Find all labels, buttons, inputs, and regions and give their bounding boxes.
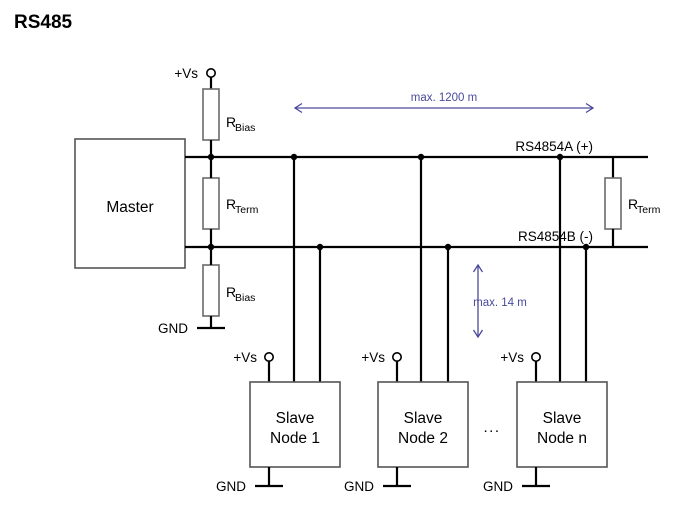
slave-node-2-label-line2: Node 2	[398, 430, 448, 447]
node-n-junction-b	[582, 243, 590, 251]
node-2-junction-b	[444, 243, 452, 251]
bus-line-b-label: RS4854B (-)	[518, 229, 593, 244]
node-1-junction-b	[316, 243, 324, 251]
resistor-rbias-top-sublabel: Bias	[235, 122, 255, 134]
slave-node-1-label-line1: Slave	[276, 410, 315, 427]
node-1-vs-label: +Vs	[233, 350, 257, 365]
resistor-rterm-master	[202, 177, 220, 230]
master-junction-b	[207, 243, 215, 251]
bus-length-dimension-label: max. 1200 m	[411, 92, 477, 104]
bus-line-a-label: RS4854A (+)	[515, 139, 593, 154]
bus-length-arrow-right	[585, 102, 595, 114]
resistor-rterm-right-label: R	[628, 196, 638, 212]
master-vs-label: +Vs	[174, 66, 198, 81]
master-junction-a	[207, 153, 215, 161]
stub-length-arrow-bottom	[472, 329, 484, 339]
slave-node-2-block	[377, 381, 469, 468]
node-n-vs-label: +Vs	[500, 350, 524, 365]
slave-node-n-label-line1: Slave	[543, 410, 582, 427]
stub-length-arrow-top	[472, 263, 484, 273]
slave-node-n-label-line2: Node n	[537, 430, 587, 447]
node-1-vs-terminal	[263, 351, 274, 362]
master-gnd-label: GND	[158, 321, 188, 336]
node-2-junction-a	[417, 153, 425, 161]
stub-length-dimension-label: max. 14 m	[473, 297, 527, 309]
page-title: RS485	[14, 12, 73, 33]
bus-length-arrow-left	[293, 102, 303, 114]
slave-node-2-label-line1: Slave	[404, 410, 443, 427]
node-n-junction-a	[556, 153, 564, 161]
slave-node-1-label-line2: Node 1	[270, 430, 320, 447]
node-2-vs-label: +Vs	[361, 350, 385, 365]
master-vs-terminal	[206, 68, 217, 79]
resistor-rbias-bottom-sublabel: Bias	[235, 292, 255, 304]
nodes-ellipsis: ...	[483, 419, 500, 436]
slave-node-1-block	[249, 381, 341, 468]
slave-node-n-block	[516, 381, 608, 468]
node-2-vs-terminal	[391, 351, 402, 362]
resistor-rbias-top	[202, 88, 220, 141]
node-2-gnd-label: GND	[344, 479, 374, 494]
master-label: Master	[106, 199, 153, 216]
resistor-rterm-master-sublabel: Term	[235, 204, 259, 216]
master-block	[74, 138, 186, 269]
resistor-rterm-master-label: R	[226, 196, 236, 212]
resistor-rbias-top-label: R	[226, 114, 236, 130]
node-n-gnd-label: GND	[483, 479, 513, 494]
resistor-rbias-bottom	[202, 264, 220, 317]
resistor-rbias-bottom-label: R	[226, 284, 236, 300]
resistor-rterm-right	[604, 177, 622, 230]
node-1-gnd-label: GND	[216, 479, 246, 494]
node-n-vs-terminal	[530, 351, 541, 362]
resistor-rterm-right-sublabel: Term	[637, 204, 661, 216]
node-1-junction-a	[290, 153, 298, 161]
